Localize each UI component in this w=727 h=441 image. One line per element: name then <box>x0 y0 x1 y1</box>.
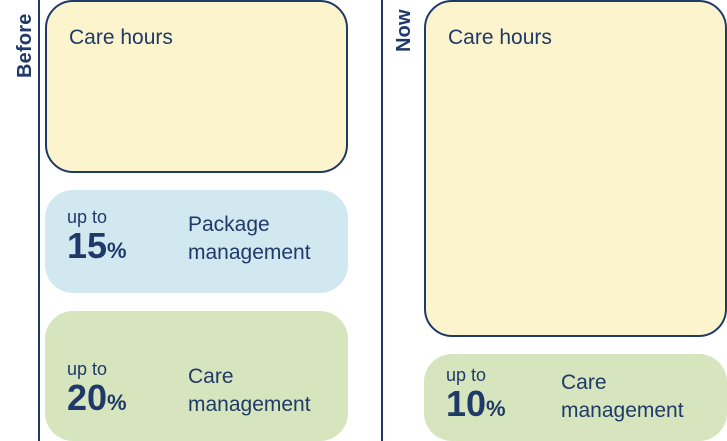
now-care-management-value-line: 10% <box>446 385 506 428</box>
before-care-management-value-line: 20% <box>67 379 127 422</box>
before-package-management-label: Package management <box>188 213 311 264</box>
now-care-management-value: 10 <box>446 383 487 424</box>
before-care-management-value: 20 <box>67 377 108 418</box>
before-care-hours-title: Care hours <box>69 26 173 49</box>
before-package-management-value: 15 <box>67 225 108 266</box>
before-package-management-prefix: up to <box>67 207 108 227</box>
now-care-management-card: up to 10% Care management <box>424 354 727 441</box>
before-divider <box>38 0 40 441</box>
now-care-management-label: Care management <box>561 371 684 422</box>
before-care-management-percent: up to 20% <box>67 359 127 422</box>
now-care-management-percent: up to 10% <box>446 365 506 428</box>
now-care-management-prefix: up to <box>446 365 487 385</box>
before-package-management-value-line: 15% <box>67 227 127 270</box>
before-package-management-unit: % <box>107 238 127 263</box>
before-package-management-card: up to 15% Package management <box>45 190 348 293</box>
now-divider <box>381 0 383 441</box>
now-label: Now <box>393 9 415 52</box>
before-package-management-percent: up to 15% <box>67 207 127 270</box>
now-care-hours-title: Care hours <box>448 26 552 49</box>
before-care-hours-card: Care hours <box>45 0 348 173</box>
before-care-management-label: Care management <box>188 365 311 416</box>
before-care-management-prefix: up to <box>67 359 108 379</box>
before-care-management-card: up to 20% Care management <box>45 311 348 441</box>
now-care-management-unit: % <box>486 396 506 421</box>
now-care-hours-card: Care hours <box>424 0 727 337</box>
before-label: Before <box>14 13 36 78</box>
before-care-management-unit: % <box>107 390 127 415</box>
